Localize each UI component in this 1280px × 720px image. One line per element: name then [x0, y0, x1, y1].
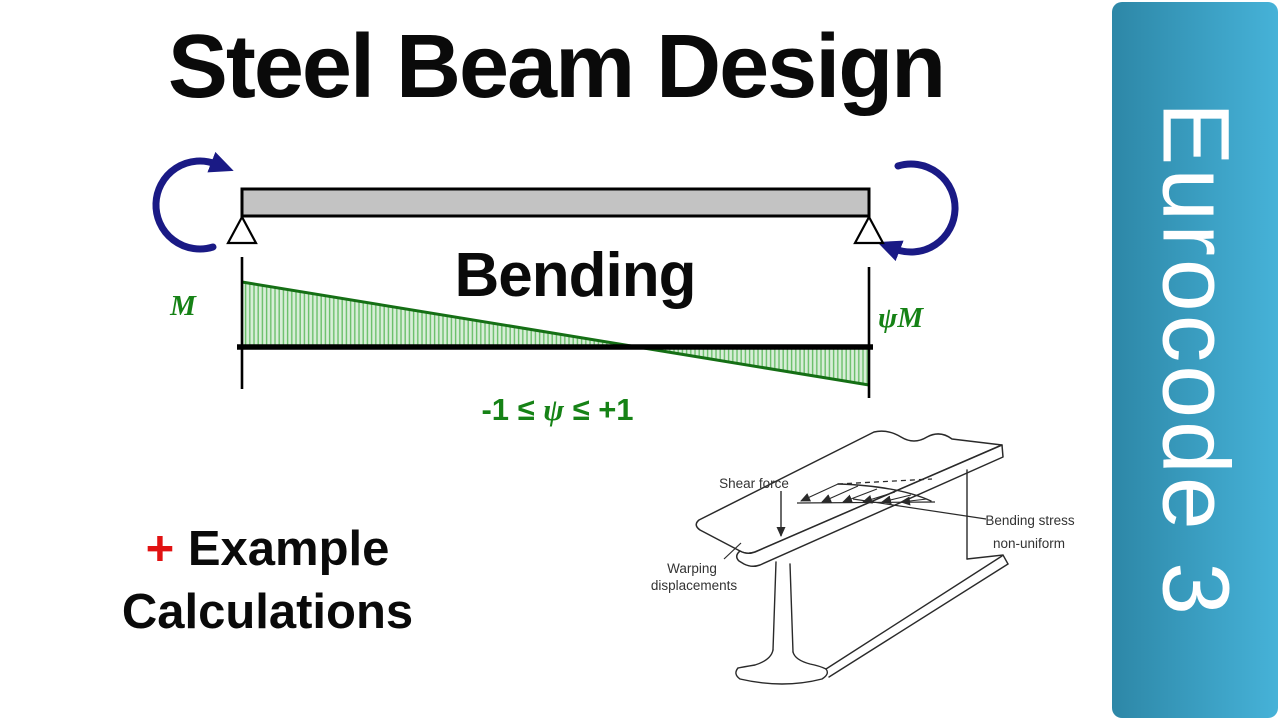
beam-bar [240, 187, 871, 218]
web-right-fillet [792, 651, 827, 670]
eurocode-sidebar-label: Eurocode 3 [1142, 102, 1249, 618]
stress-arrow [842, 488, 878, 503]
shear-force-label: Shear force [719, 476, 789, 491]
warping-leader [723, 542, 742, 560]
stress-arrow [800, 483, 839, 502]
beam-moment-diagram [152, 151, 959, 398]
bottom-flange-far-cut [966, 554, 1009, 565]
stress-arrow [821, 485, 859, 503]
bending-stress-leader [852, 498, 987, 520]
caption-example: Example [174, 522, 390, 576]
right-support-icon [853, 214, 885, 245]
top-flange-top-face [695, 430, 1003, 555]
stress-arrow [881, 494, 912, 505]
warping-label-line1: Warping [667, 561, 717, 576]
stress-arrow [862, 491, 896, 504]
web-front-left-edge [772, 561, 777, 651]
m-symbol: M [897, 302, 924, 334]
top-flange-front-face [736, 444, 1004, 568]
web-left-fillet [737, 649, 774, 669]
example-calculations-caption: + Example Calculations [50, 518, 485, 644]
warping-label-line2: displacements [651, 578, 738, 593]
psi-symbol: ψ [543, 392, 564, 427]
right-moment-arrow-icon [877, 160, 959, 262]
moment-top-edge [241, 280, 870, 387]
bottom-flange-bottom-edge [828, 563, 1009, 678]
bottom-flange-top-edge [825, 555, 1003, 670]
stress-envelope-arc [837, 483, 932, 502]
caption-line1: + Example [50, 518, 485, 581]
left-moment-label: M [148, 290, 218, 323]
dashed-reference-line [837, 478, 933, 485]
bending-heading: Bending [454, 241, 697, 310]
psi-range-suffix: ≤ +1 [563, 392, 634, 427]
caption-line2: Calculations [121, 585, 414, 639]
left-support-icon [226, 214, 258, 245]
right-moment-label: ψM [878, 302, 978, 335]
ibeam-illustration: Shear force Bending stress non-uniform W… [651, 430, 1075, 685]
m-symbol: M [170, 290, 196, 322]
psi-symbol: ψ [878, 302, 898, 334]
eurocode-sidebar: Eurocode 3 [1112, 2, 1278, 718]
bending-stress-label-line2: non-uniform [993, 536, 1065, 551]
bending-stress-label-line1: Bending stress [985, 513, 1075, 528]
web-front-right-edge [789, 563, 794, 653]
psi-range-prefix: -1 ≤ [481, 392, 544, 427]
left-moment-arrow-icon [152, 151, 234, 253]
plus-sign: + [145, 522, 175, 576]
bottom-flange-front-face [735, 667, 829, 685]
ibeam-annotations: Shear force Bending stress non-uniform W… [651, 476, 1075, 593]
stress-arrow [900, 496, 928, 506]
psi-range-label: -1 ≤ ψ ≤ +1 [400, 392, 715, 428]
page-title: Steel Beam Design [167, 17, 946, 117]
ibeam-outline [695, 430, 1009, 685]
shear-flow-arrows [796, 478, 936, 506]
